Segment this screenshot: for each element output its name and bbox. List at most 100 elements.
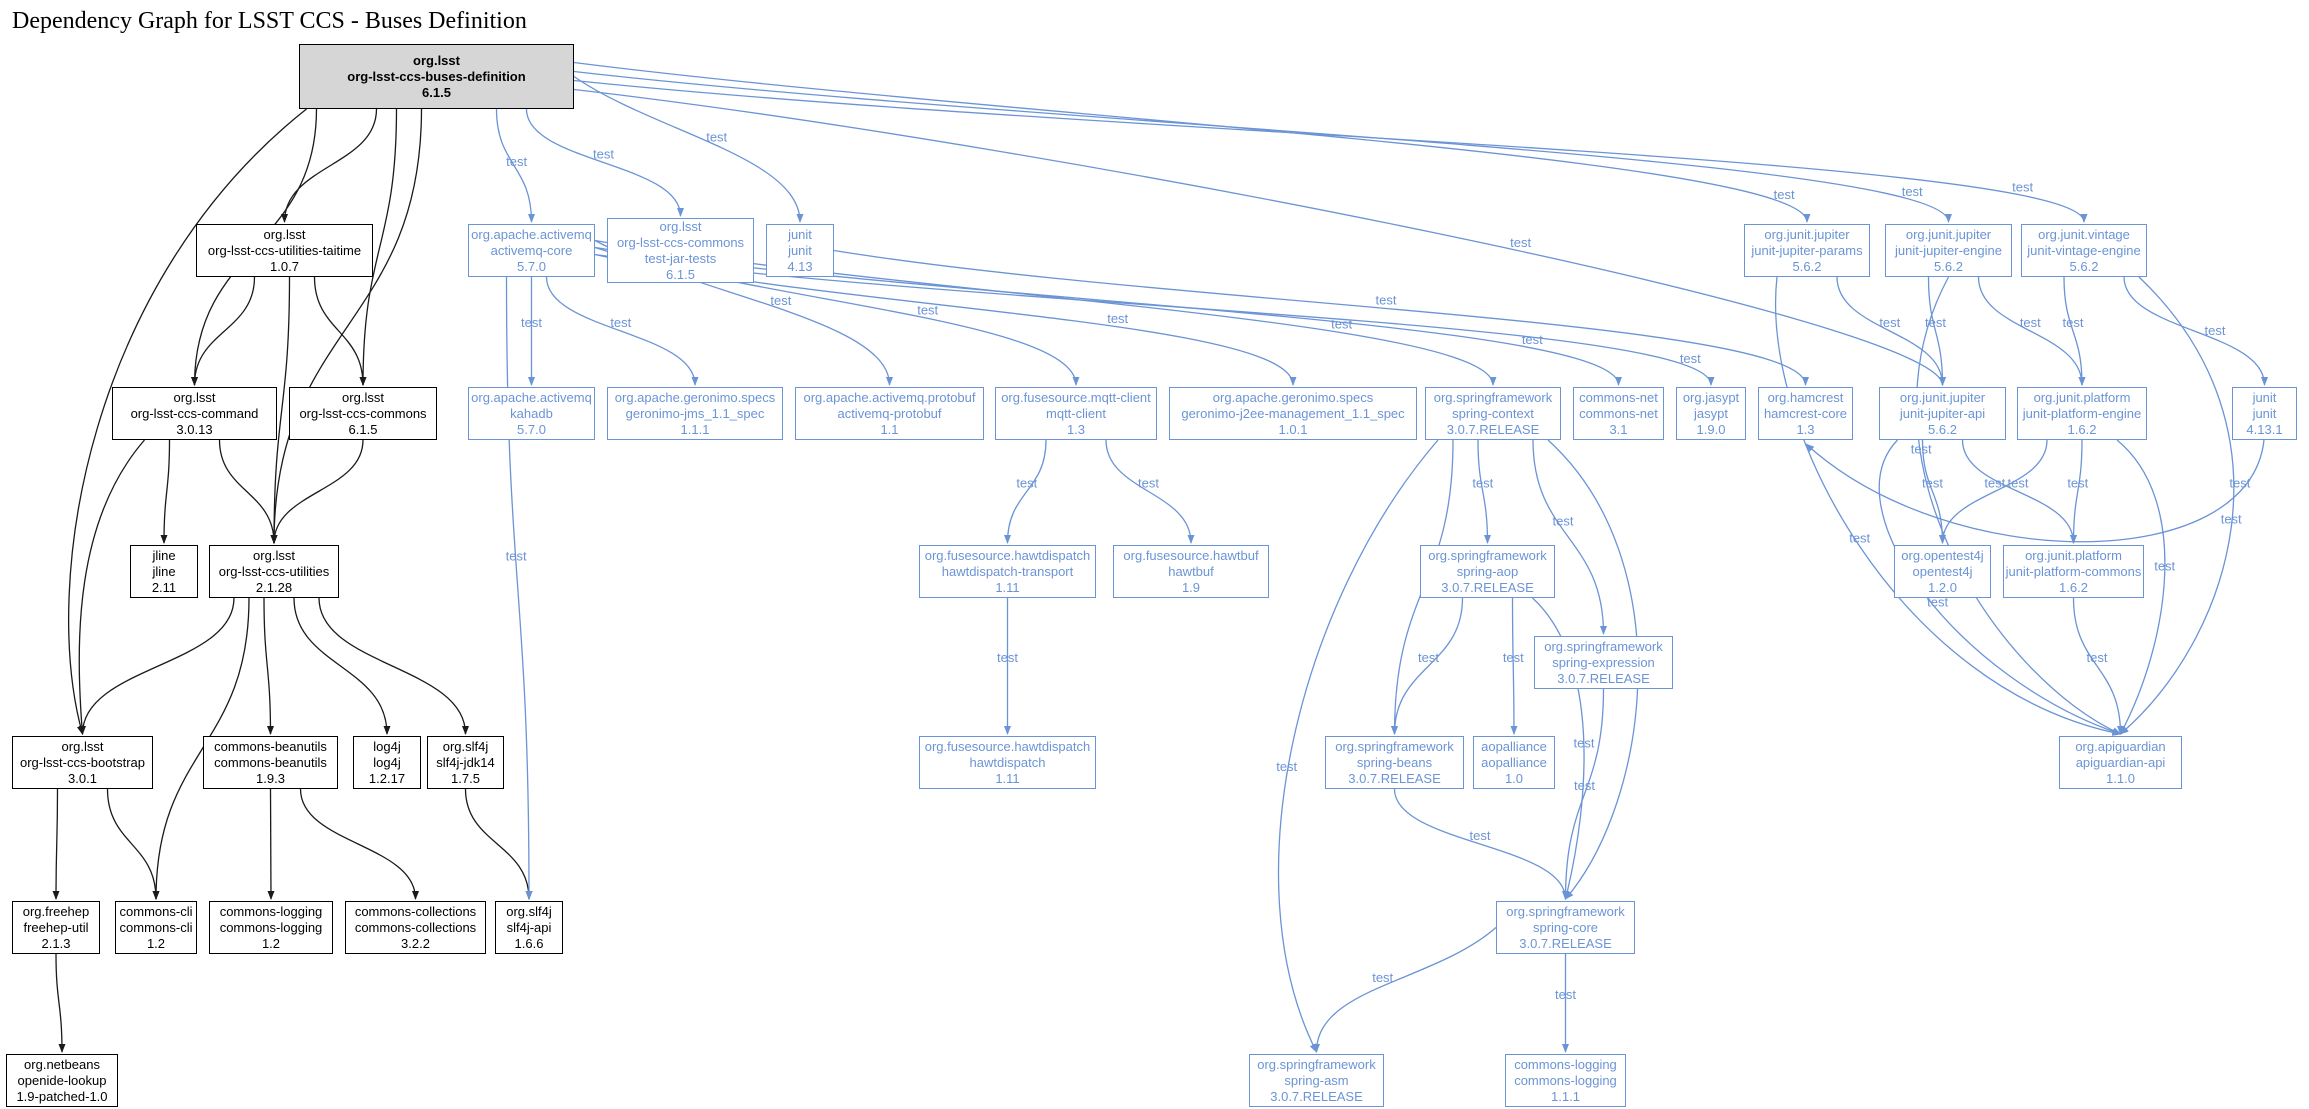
edge-label-platform-engine-platform-commons: test bbox=[2067, 476, 2088, 491]
edge-spring-beans-spring-core bbox=[1393, 788, 1569, 900]
edge-label-spring-core-spring-asm: test bbox=[1372, 970, 1393, 985]
node-label-line: org.apache.activemq bbox=[471, 226, 592, 242]
node-label-line: commons-cli bbox=[119, 919, 193, 935]
node-label-line: 1.3 bbox=[1066, 421, 1086, 437]
node-label-line: geronimo-j2ee-management_1.1_spec bbox=[1181, 405, 1405, 421]
edge-label-jupiter-params-apiguardian: test bbox=[1849, 530, 1870, 545]
node-label-line: log4j bbox=[373, 738, 401, 754]
edge-label-root-test-jar-tests: test bbox=[593, 147, 614, 162]
node-label-line: junit bbox=[2252, 389, 2277, 405]
edge-root-test-jar-tests bbox=[525, 108, 684, 217]
node-label-line: junit-jupiter-params bbox=[1751, 242, 1863, 258]
edge-label-spring-context-spring-asm: test bbox=[1276, 759, 1297, 774]
node-label-line: 1.9.3 bbox=[256, 770, 285, 786]
edge-platform-commons-apiguardian bbox=[2072, 597, 2124, 735]
edge-platform-engine-opentest4j bbox=[1939, 439, 2048, 544]
node-label-line: 3.0.7.RELEASE bbox=[1519, 935, 1612, 951]
edge-spring-context-spring-aop bbox=[1477, 439, 1491, 544]
node-label-line: 3.0.7.RELEASE bbox=[1557, 670, 1650, 686]
node-label-line: 1.1.0 bbox=[2106, 770, 2135, 786]
edge-label-activemq-core-mqtt-client: test bbox=[917, 302, 938, 317]
edge-label-spring-aop-spring-beans: test bbox=[1418, 650, 1439, 665]
node-label-line: commons-beanutils bbox=[214, 738, 327, 754]
node-label-line: 3.0.7.RELEASE bbox=[1441, 579, 1534, 595]
edge-root-ccs-commons bbox=[359, 108, 398, 386]
edge-command-bootstrap bbox=[78, 439, 145, 735]
node-label-line: 1.6.6 bbox=[514, 935, 544, 951]
edge-bootstrap-freehep bbox=[52, 788, 60, 900]
node-label-line: 1.0.7 bbox=[270, 258, 299, 274]
edge-label-jupiter-api-platform-commons: test bbox=[2008, 476, 2029, 491]
node-label-line: org-lsst-ccs-buses-definition bbox=[347, 68, 526, 84]
node-label-line: 1.6.2 bbox=[2067, 421, 2097, 437]
graph-title: Dependency Graph for LSST CCS - Buses De… bbox=[12, 8, 527, 34]
node-label-line: 5.6.2 bbox=[2069, 258, 2099, 274]
node-label-line: org.opentest4j bbox=[1901, 547, 1984, 563]
edge-label-hawt-transport-hawtdispatch: test bbox=[997, 650, 1018, 665]
node-label-line: log4j bbox=[373, 754, 401, 770]
edge-label-root-jupiter-api: test bbox=[1510, 235, 1531, 250]
node-label-line: 3.0.7.RELEASE bbox=[1446, 421, 1540, 437]
edge-label-spring-expression-spring-core: test bbox=[1574, 778, 1595, 793]
node-label-line: org.jasypt bbox=[1682, 389, 1740, 405]
node-label-line: org.lsst bbox=[61, 738, 104, 754]
edge-taitime-ccs-commons bbox=[313, 276, 367, 386]
node-label-line: org.lsst bbox=[413, 52, 460, 68]
edge-label-activemq-core-geronimo-j2ee: test bbox=[1107, 311, 1128, 326]
node-label-line: 6.1.5 bbox=[666, 266, 695, 282]
node-label-line: 2.1.28 bbox=[255, 579, 293, 595]
node-label-line: org.springframework bbox=[1433, 389, 1553, 405]
edge-label-jupiter-engine-apiguardian: test bbox=[1911, 441, 1932, 456]
edge-spring-aop-spring-core bbox=[1532, 597, 1585, 900]
edge-root-jupiter-params bbox=[573, 61, 1811, 223]
node-label-line: org.springframework bbox=[1257, 1056, 1376, 1072]
node-label-line: org.apache.geronimo.specs bbox=[614, 389, 776, 405]
edge-root-utilities bbox=[270, 108, 423, 544]
node-label-line: org.apache.activemq.protobuf bbox=[803, 389, 976, 405]
node-label-line: 1.1 bbox=[880, 421, 899, 437]
node-label-line: hawtdispatch-transport bbox=[941, 563, 1074, 579]
node-label-line: 3.0.7.RELEASE bbox=[1348, 770, 1441, 786]
node-label-line: 3.0.13 bbox=[176, 421, 213, 437]
node-label-line: org.junit.jupiter bbox=[1905, 226, 1992, 242]
edge-command-utilities bbox=[218, 439, 278, 544]
node-label-line: kahadb bbox=[510, 405, 553, 421]
node-label-line: geronimo-jms_1.1_spec bbox=[625, 405, 765, 421]
edge-vintage-engine-platform-engine bbox=[2063, 276, 2086, 386]
edge-utilities-beanutils bbox=[263, 597, 274, 735]
edge-utilities-slf4j-jdk14 bbox=[318, 597, 469, 735]
node-label-line: 1.1.1 bbox=[1551, 1088, 1580, 1104]
edge-label-junit413-hamcrest: test bbox=[1376, 292, 1397, 307]
edge-slf4j-jdk14-slf4j-api bbox=[464, 788, 533, 900]
node-label-line: org.junit.jupiter bbox=[1899, 389, 1986, 405]
edge-root-jupiter-engine bbox=[573, 70, 1952, 223]
node-label-line: org.springframework bbox=[1428, 547, 1547, 563]
node-label-line: org.fusesource.hawtdispatch bbox=[924, 547, 1091, 563]
edge-ccs-commons-utilities bbox=[270, 439, 364, 544]
node-label-line: hawtdispatch bbox=[969, 754, 1046, 770]
edge-spring-context-spring-asm bbox=[1277, 439, 1439, 1053]
edge-junit413-hamcrest bbox=[833, 249, 1809, 386]
node-label-line: 1.9.0 bbox=[1696, 421, 1726, 437]
node-label-line: openide-lookup bbox=[17, 1072, 107, 1088]
edge-jupiter-params-apiguardian bbox=[1775, 276, 2122, 736]
node-label-line: commons-collections bbox=[354, 903, 477, 919]
node-label-line: 3.0.1 bbox=[68, 770, 97, 786]
node-label-line: aopalliance bbox=[1481, 738, 1547, 754]
